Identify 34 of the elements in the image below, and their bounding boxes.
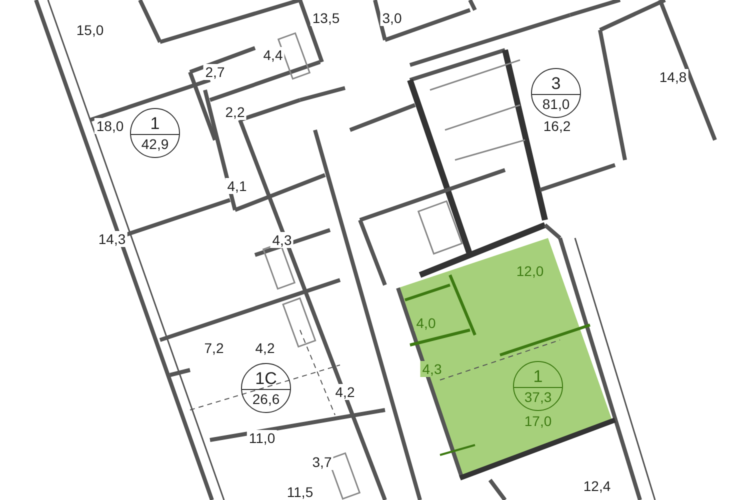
room-area: 2,7 — [203, 64, 227, 80]
room-area: 15,0 — [74, 22, 106, 38]
apartment-rooms-number: 1 — [532, 366, 544, 386]
room-area: 14,8 — [657, 69, 689, 85]
apartment-badge — [241, 363, 291, 413]
room-area: 14,3 — [96, 231, 128, 247]
apartment-rooms-number: 1С — [254, 368, 278, 388]
apartment-area: 42,9 — [141, 136, 169, 152]
room-area: 7,2 — [202, 340, 226, 356]
apartment-area: 26,6 — [252, 390, 280, 408]
room-area: 4,3 — [270, 232, 294, 248]
room-area: 17,0 — [522, 413, 554, 429]
apartment-rooms-number: 1 — [149, 114, 161, 132]
apartment-badge — [130, 108, 180, 158]
room-area: 12,4 — [581, 478, 613, 494]
apartment-area: 37,3 — [524, 388, 552, 406]
apartment-area: 81,0 — [542, 96, 570, 112]
room-area: 2,2 — [223, 104, 247, 120]
room-area: 11,5 — [284, 484, 316, 500]
room-area: 12,0 — [514, 263, 546, 279]
room-area: 4,0 — [414, 315, 438, 331]
room-area: 11,0 — [246, 430, 278, 446]
room-area: 4,1 — [225, 178, 249, 194]
room-area: 4,2 — [253, 340, 277, 356]
room-area: 16,2 — [541, 118, 573, 134]
apartment-badge — [513, 361, 563, 411]
room-area: 3,7 — [310, 454, 334, 470]
room-area: 4,4 — [261, 47, 285, 63]
room-area: 4,3 — [420, 361, 444, 377]
room-area: 4,2 — [333, 384, 357, 400]
room-area: 18,0 — [94, 118, 126, 134]
room-area: 13,5 — [310, 10, 342, 26]
room-area: 3,0 — [380, 10, 404, 26]
apartment-rooms-number: 3 — [550, 74, 562, 92]
